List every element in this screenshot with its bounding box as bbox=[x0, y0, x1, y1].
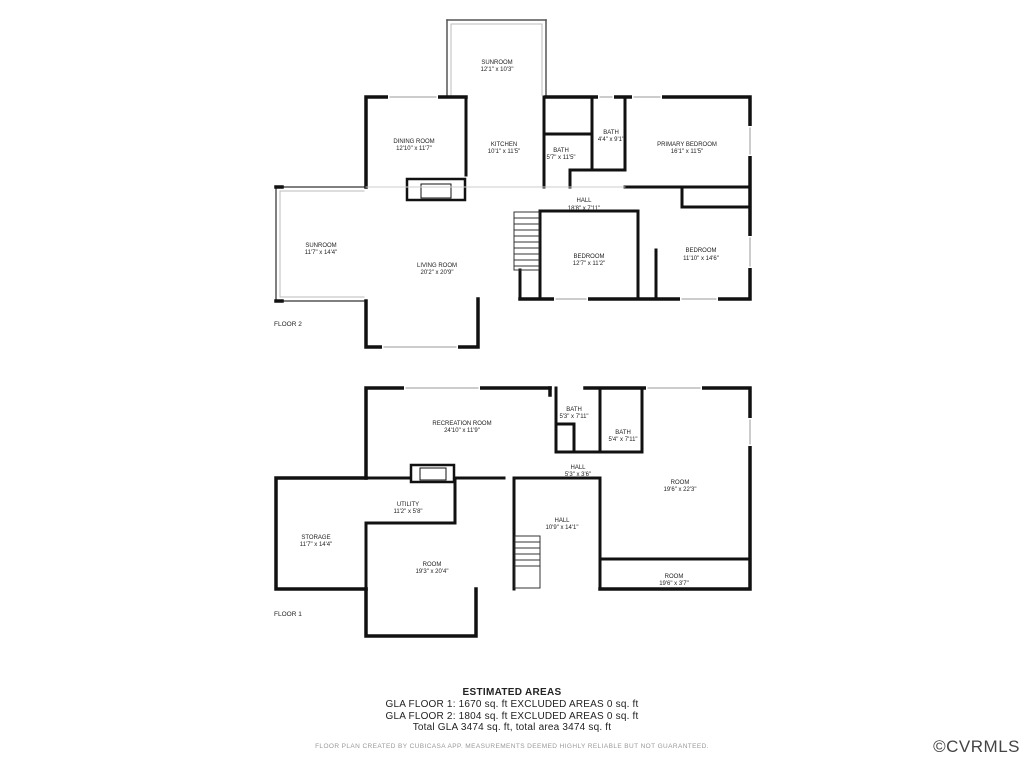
utility-dims: 11'2" x 5'8" bbox=[393, 509, 422, 515]
sunroom-top-walls bbox=[446, 19, 547, 98]
f1-hall-dims: 10'9" x 14'1" bbox=[546, 525, 579, 531]
living-room-name: LIVING ROOM bbox=[417, 263, 457, 269]
sunroom-left-name: SUNROOM bbox=[305, 243, 336, 249]
living-room-dims: 20'2" x 20'9" bbox=[421, 270, 454, 276]
f1-hall-small-dims: 5'3" x 3'6" bbox=[565, 472, 591, 478]
gla-floor-1: GLA FLOOR 1: 1670 sq. ft EXCLUDED AREAS … bbox=[385, 699, 639, 710]
disclaimer: FLOOR PLAN CREATED BY CUBICASA APP. MEAS… bbox=[315, 743, 709, 750]
room-strip-name: ROOM bbox=[665, 574, 684, 580]
room-center-dims: 19'3" x 20'4" bbox=[416, 569, 449, 575]
floor-2-exterior-walls bbox=[274, 95, 752, 349]
sunroom-top-dims: 12'1" x 10'3" bbox=[481, 67, 514, 73]
f1-bath-1-dims: 5'3" x 7'11" bbox=[559, 414, 588, 420]
stairs-floor-2 bbox=[513, 211, 540, 271]
bedroom-2-dims: 11'10" x 14'6" bbox=[683, 256, 719, 262]
floor-2-interior-walls bbox=[464, 95, 752, 301]
stairs-floor-1 bbox=[514, 535, 541, 589]
floor-1-plan bbox=[274, 386, 752, 638]
storage-dims: 11'7" x 14'4" bbox=[300, 542, 332, 548]
f1-bath-1-name: BATH bbox=[566, 407, 582, 413]
gla-floor-2: GLA FLOOR 2: 1804 sq. ft EXCLUDED AREAS … bbox=[385, 710, 639, 722]
kitchen-name: KITCHEN bbox=[491, 142, 517, 148]
floor-plan: SUNROOM 12'1" x 10'3" DINING ROOM 12'10"… bbox=[274, 19, 752, 638]
room-large-name: ROOM bbox=[671, 480, 690, 486]
f1-hall-small-name: HALL bbox=[570, 465, 586, 471]
room-large-dims: 19'6" x 22'3" bbox=[664, 487, 697, 493]
recreation-room-dims: 24'10" x 11'9" bbox=[444, 428, 480, 434]
bath-2-name: BATH bbox=[603, 130, 619, 136]
sunroom-left-walls bbox=[275, 186, 367, 302]
utility-name: UTILITY bbox=[397, 502, 419, 508]
f1-bath-2-dims: 5'4" x 7'11" bbox=[608, 437, 637, 443]
sunroom-left-dims: 11'7" x 14'4" bbox=[305, 250, 337, 256]
floor-2-plan bbox=[274, 19, 752, 349]
bath-1-dims: 5'7" x 11'5" bbox=[546, 155, 575, 161]
estimated-areas-title: ESTIMATED AREAS bbox=[462, 687, 562, 698]
f1-hall-name: HALL bbox=[554, 518, 570, 524]
bath-2-dims: 4'4" x 9'1" bbox=[598, 137, 624, 143]
total-gla: Total GLA 3474 sq. ft, total area 3474 s… bbox=[412, 722, 612, 733]
floor-2-labels: SUNROOM 12'1" x 10'3" DINING ROOM 12'10"… bbox=[305, 60, 719, 276]
storage-name: STORAGE bbox=[301, 535, 330, 541]
floor-2-label: FLOOR 2 bbox=[274, 321, 302, 328]
room-strip-dims: 19'6" x 3'7" bbox=[659, 581, 689, 587]
floor-1-label: FLOOR 1 bbox=[274, 611, 302, 618]
bedroom-1-dims: 12'7" x 11'2" bbox=[573, 261, 605, 267]
floor-1-labels: RECREATION ROOM 24'10" x 11'9" BATH 5'3"… bbox=[300, 407, 697, 587]
dining-room-dims: 12'10" x 11'7" bbox=[396, 146, 432, 152]
hall-dims: 18'8" x 7'11" bbox=[568, 206, 600, 212]
sunroom-top-name: SUNROOM bbox=[481, 60, 512, 66]
bath-1-name: BATH bbox=[553, 148, 569, 154]
room-center-name: ROOM bbox=[423, 562, 442, 568]
recreation-room-name: RECREATION ROOM bbox=[432, 421, 491, 427]
kitchen-dims: 10'1" x 11'5" bbox=[488, 149, 520, 155]
f1-bath-2-name: BATH bbox=[615, 430, 631, 436]
estimated-areas: ESTIMATED AREAS GLA FLOOR 1: 1670 sq. ft… bbox=[0, 686, 1024, 734]
bedroom-2-name: BEDROOM bbox=[685, 248, 716, 254]
bedroom-1-name: BEDROOM bbox=[573, 254, 604, 260]
hall-name: HALL bbox=[576, 198, 592, 204]
brand-watermark: ©CVRMLS bbox=[933, 737, 1020, 756]
primary-bedroom-dims: 16'1" x 11'5" bbox=[671, 149, 703, 155]
dining-room-name: DINING ROOM bbox=[393, 139, 434, 145]
primary-bedroom-name: PRIMARY BEDROOM bbox=[657, 142, 717, 148]
